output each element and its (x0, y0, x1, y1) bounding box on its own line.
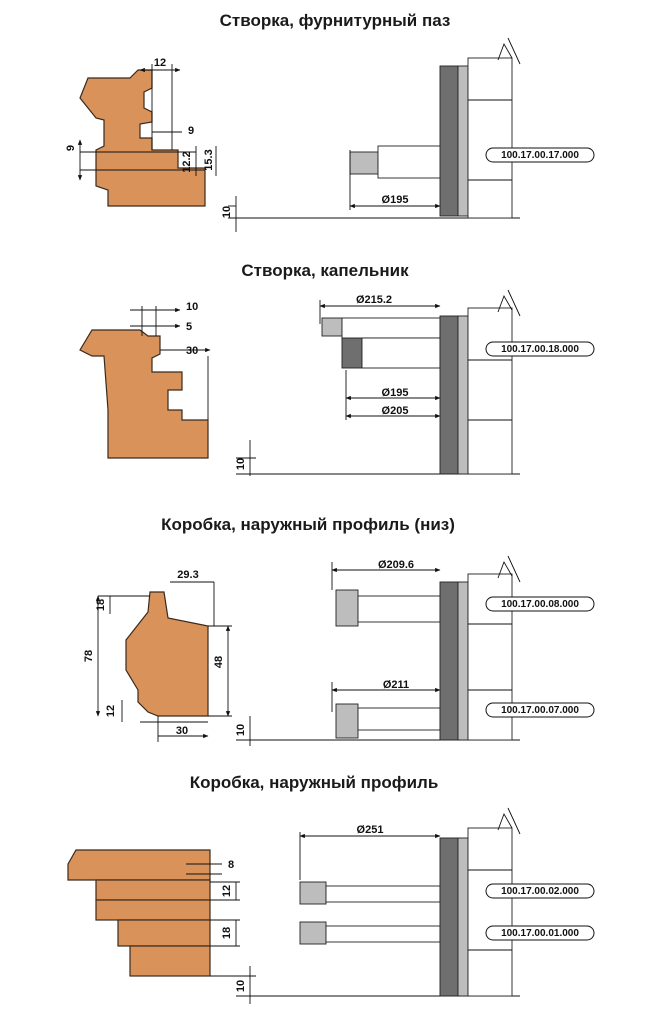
dim-12: 12 (221, 885, 233, 897)
code-text: 100.17.00.08.000 (501, 599, 579, 610)
section-3: Коробка, наружный профиль (низ) 29.3 18 … (83, 515, 595, 746)
section-1-wood-profile (79, 69, 206, 207)
section-4-wood-profile (67, 849, 211, 977)
section-4-dimensions: 8 12 18 10 (186, 859, 520, 1004)
code-text: 100.17.00.18.000 (501, 344, 579, 355)
dim-18: 18 (95, 599, 107, 611)
section-3-wood-profile (125, 591, 209, 717)
dim-dia-195: Ø195 (382, 194, 409, 206)
section-2: Створка, капельник 10 5 30 10 Ø215.2 (79, 261, 595, 476)
dim-30: 30 (186, 345, 198, 357)
dim-dia-209-6: Ø209.6 (378, 559, 414, 571)
code-label (485, 702, 595, 718)
dim-9-top: 9 (188, 125, 194, 137)
dim-10: 10 (235, 980, 247, 992)
section-4-title: Коробка, наружный профиль (190, 773, 439, 792)
code-text: 100.17.00.17.000 (501, 150, 579, 161)
dim-dia-215-2: Ø215.2 (356, 294, 392, 306)
dim-10: 10 (221, 206, 233, 218)
dim-29-3: 29.3 (177, 569, 198, 581)
dim-48: 48 (213, 656, 225, 668)
dim-30: 30 (176, 725, 188, 737)
code-text: 100.17.00.07.000 (501, 705, 579, 716)
section-1-cutter: Ø195 100.17.00.17.000 (349, 37, 595, 219)
code-text: 100.17.00.02.000 (501, 886, 579, 897)
dim-10: 10 (235, 724, 247, 736)
dim-9-left: 9 (65, 145, 77, 151)
code-label (485, 596, 595, 612)
section-4: Коробка, наружный профиль 8 12 18 10 (67, 773, 595, 1004)
dim-dia-195: Ø195 (382, 387, 409, 399)
rotation-mark-icon (497, 555, 521, 583)
section-4-cutter: Ø251 100.17.00.02.000 100.17.00.01.000 (299, 807, 595, 997)
rotation-mark-icon (497, 289, 521, 317)
section-2-cutter: Ø215.2 Ø195 Ø205 100.17.00.18.000 (319, 289, 595, 475)
dim-12: 12 (154, 57, 166, 69)
section-2-title: Створка, капельник (241, 261, 409, 280)
dim-10-top: 10 (186, 301, 198, 313)
dim-78: 78 (83, 650, 95, 662)
dim-12-2: 12.2 (181, 151, 193, 172)
section-3-title: Коробка, наружный профиль (низ) (161, 515, 455, 534)
rotation-mark-icon (497, 37, 521, 65)
code-label (485, 883, 595, 899)
dim-12: 12 (105, 705, 117, 717)
dim-dia-205: Ø205 (382, 405, 409, 417)
dim-18: 18 (221, 927, 233, 939)
section-3-cutter: Ø209.6 Ø211 100.17.00.08.000 100.17.00.0… (331, 555, 595, 741)
section-1: Створка, фурнитурный паз 12 9 9 12.2 15.… (65, 11, 595, 232)
dim-8: 8 (228, 859, 234, 871)
code-label (485, 341, 595, 357)
dim-15-3: 15.3 (203, 149, 215, 170)
dim-dia-211: Ø211 (383, 679, 409, 691)
section-2-wood-profile (79, 329, 209, 459)
section-3-dimensions: 29.3 18 78 48 12 30 10 (83, 569, 520, 746)
rotation-mark-icon (497, 807, 521, 835)
dim-5: 5 (186, 321, 192, 333)
code-label (485, 147, 595, 163)
dim-dia-251: Ø251 (357, 824, 384, 836)
dim-10: 10 (235, 458, 247, 470)
section-1-title: Створка, фурнитурный паз (220, 11, 451, 30)
code-text: 100.17.00.01.000 (501, 928, 579, 939)
code-label (485, 925, 595, 941)
